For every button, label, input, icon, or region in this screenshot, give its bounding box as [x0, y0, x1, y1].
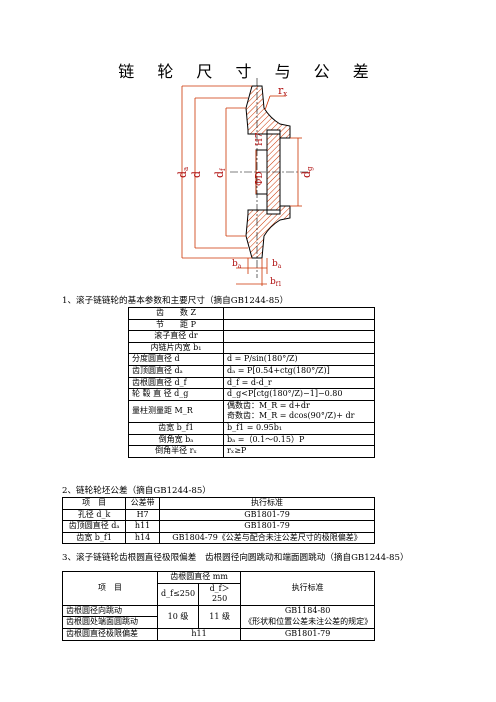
label-dg: dg	[300, 166, 314, 178]
col-header-standard: 执行标准	[159, 497, 375, 510]
param-formula: b_f1 = 0.95b₁	[223, 421, 375, 435]
cell: GB1184-80 《形状和位置公差未注公差的规定》	[240, 604, 375, 629]
param-formula: bₐ =（0.1～0.15）P	[223, 433, 375, 447]
section2-heading: 2、链轮轮坯公差（摘自GB1244-85）	[62, 486, 211, 496]
formula-odd: 奇数齿：M_R = dcos(90°/Z)+ dr	[227, 411, 355, 421]
table-row: 齿 数 Z	[128, 307, 375, 320]
param-label: 轮 毂 直 径 d_g	[128, 388, 224, 401]
param-label: 量柱测量距 M_R	[128, 399, 224, 423]
param-formula	[223, 307, 375, 320]
cell: h11	[125, 520, 161, 533]
table-row: 滚子直径 dr	[128, 330, 375, 343]
param-label: 齿 数 Z	[128, 307, 224, 320]
root-circle-tolerance-table: 项 目 齿根圆直径 mm 执行标准 d_f≤250 d_f＞250 齿根圆径向跳…	[62, 571, 375, 641]
cell: 齿根圆径向跳动	[62, 604, 158, 618]
label-da: da	[176, 167, 190, 178]
col-header-gt250: d_f＞250	[198, 582, 242, 606]
param-formula: rₓ≥P	[223, 445, 375, 458]
cell: 齿顶圆直径 dₐ	[61, 520, 127, 533]
cell: GB1801-79	[159, 508, 375, 522]
param-formula	[223, 341, 375, 355]
param-label: 倒角半径 rₓ	[128, 445, 224, 458]
section1-heading: 1、滚子链链轮的基本参数和主要尺寸（摘自GB1244-85）	[62, 296, 289, 306]
param-label: 内链片内宽 b₁	[128, 341, 224, 355]
param-formula: d_g<P[ctg(180°/Z)−1]−0.80	[223, 388, 375, 401]
label-phiD: ΦD	[255, 171, 265, 186]
param-label: 节 距 P	[128, 318, 224, 332]
cell: H7	[125, 508, 161, 522]
param-label: 分度圆直径 d	[128, 353, 224, 366]
label-ba1: ba	[232, 259, 242, 270]
cell: h14	[125, 531, 161, 545]
param-label: 倒角宽 bₐ	[128, 433, 224, 447]
cell: h11	[156, 627, 242, 641]
param-label: 滚子直径 dr	[128, 330, 224, 343]
cell: GB1801-79	[159, 520, 375, 533]
profile-lower	[245, 205, 291, 259]
table-row: 孔径 d_k H7 GB1801-79	[61, 508, 375, 522]
cell: GB1804-79《公差与配合未注公差尺寸的极限偏差》	[159, 531, 375, 545]
cell: GB1801-79	[240, 627, 375, 641]
col-header-tolerance: 公差带	[125, 497, 161, 510]
sprocket-cross-section-diagram: rx da d df H7 ΦD dg ba ba bf1	[176, 78, 314, 288]
label-h7: H7	[255, 132, 265, 146]
table-row: 节 距 P	[128, 318, 375, 332]
param-label: 齿根圆直径 d_f	[128, 376, 224, 390]
cell: 齿根圆处端面圆跳动	[62, 616, 158, 629]
col-header-item: 项 目	[61, 497, 127, 510]
table-row: 内链片内宽 b₁	[128, 341, 375, 355]
param-label: 齿宽 b_f1	[128, 421, 224, 435]
label-bf1: bf1	[270, 277, 282, 288]
cell: 11 级	[198, 604, 242, 629]
label-df: df	[213, 167, 227, 178]
table-row: 齿根圆直径极限偏差 h11 GB1801-79	[62, 627, 375, 641]
table-row: 齿宽 b_f1 h14 GB1804-79《公差与配合未注公差尺寸的极限偏差》	[61, 531, 375, 545]
label-ba2: ba	[272, 259, 282, 270]
standard-title: 《形状和位置公差未注公差的规定》	[244, 616, 373, 626]
page-title: 链 轮 尺 寸 与 公 差	[118, 62, 378, 81]
label-d: d	[190, 171, 203, 178]
cell: 齿根圆直径极限偏差	[62, 627, 158, 641]
blank-tolerance-table: 项 目 公差带 执行标准 孔径 d_k H7 GB1801-79 齿顶圆直径 d…	[61, 497, 375, 545]
standard-code: GB1184-80	[284, 606, 331, 616]
cell: 孔径 d_k	[61, 508, 127, 522]
param-formula	[223, 330, 375, 343]
cell: 10 级	[156, 604, 200, 629]
param-label: 齿顶圆直径 dₐ	[128, 364, 224, 378]
label-rx: rx	[278, 84, 287, 98]
param-formula: d = P/sin(180°/Z)	[223, 353, 375, 366]
param-formula	[223, 318, 375, 332]
cell: 齿宽 b_f1	[61, 531, 127, 545]
section3-heading: 3、滚子链链轮齿根圆直径极限偏差 齿根圆径向圆跳动和端面圆跳动（摘自GB1244…	[62, 553, 409, 563]
table-row: 齿顶圆直径 dₐ h11 GB1801-79	[61, 520, 375, 533]
formula-even: 偶数齿：M_R = d+dr	[227, 400, 310, 410]
col-header-standard: 执行标准	[240, 571, 375, 606]
col-header-item: 项 目	[62, 571, 158, 606]
table-row: 齿根圆径向跳动 10 级 11 级 GB1184-80 《形状和位置公差未注公差…	[62, 604, 375, 629]
param-formula: d_f = d-d_r	[223, 376, 375, 390]
col-header-root-diameter: 齿根圆直径 mm	[156, 571, 242, 584]
param-formula: dₐ = P[0.54+ctg(180°/Z)]	[223, 364, 375, 378]
col-header-le250: d_f≤250	[156, 582, 200, 606]
table-row: 齿根圆处端面圆跳动	[62, 616, 375, 629]
